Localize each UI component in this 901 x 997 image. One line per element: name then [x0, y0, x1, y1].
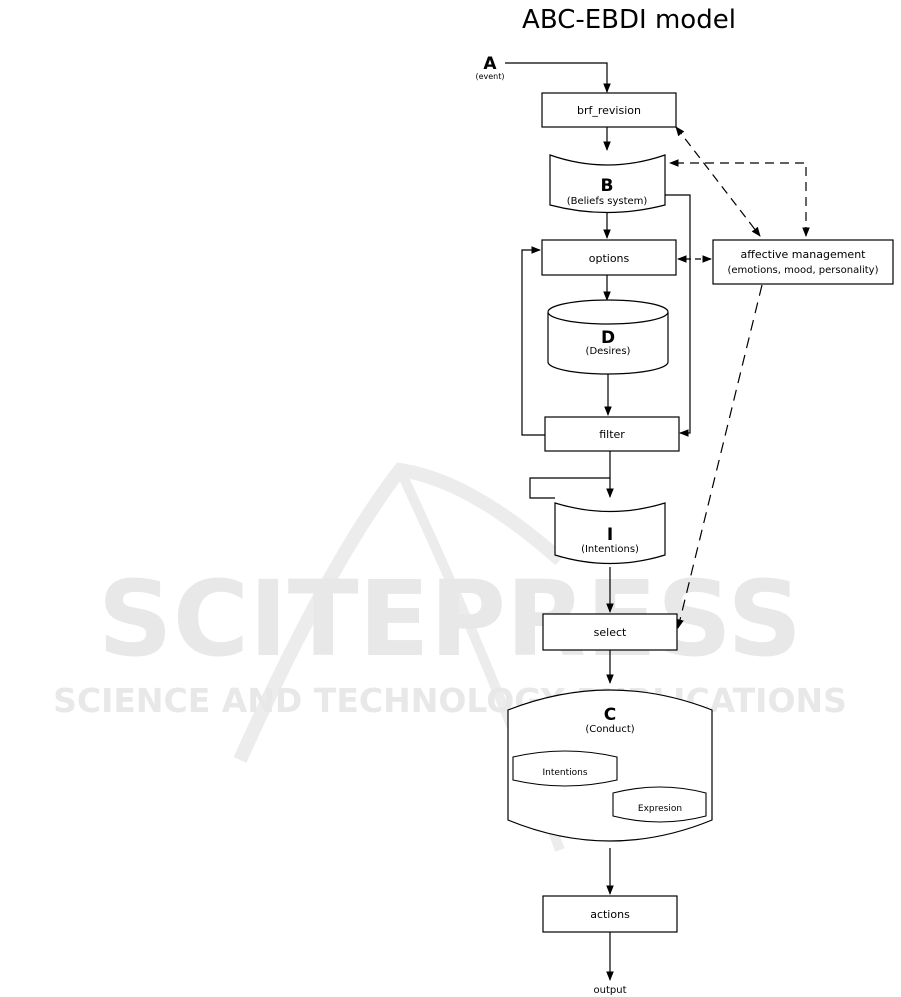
intentions-caption: (Intentions) [581, 544, 639, 555]
desires-caption: (Desires) [586, 346, 631, 357]
arrow-beliefs-to-filter [665, 195, 690, 433]
affective-line2: (emotions, mood, personality) [727, 265, 878, 276]
filter-label: filter [599, 428, 625, 441]
page-title: ABC-EBDI model [522, 5, 736, 35]
brf-revision-label: brf_revision [577, 104, 641, 117]
conduct-inner-intentions-label: Intentions [542, 768, 587, 778]
output-label: output [594, 985, 627, 996]
watermark: SCITEPRESS SCIENCE AND TECHNOLOGY PUBLIC… [53, 470, 847, 850]
event-caption: (event) [475, 72, 504, 81]
affective-management-box [713, 240, 893, 284]
options-label: options [589, 252, 630, 265]
select-label: select [594, 626, 627, 639]
affective-line1: affective management [741, 248, 867, 261]
conduct-caption: (Conduct) [585, 724, 634, 735]
event-letter: A [483, 54, 497, 74]
conduct-inner-expresion-label: Expresion [638, 804, 682, 814]
arrow-filter-to-options [522, 250, 545, 435]
beliefs-caption: (Beliefs system) [567, 196, 648, 207]
beliefs-letter: B [601, 176, 614, 196]
actions-label: actions [590, 908, 630, 921]
conduct-letter: C [604, 705, 616, 725]
filter-bypass-line [530, 451, 610, 498]
watermark-line1: SCITEPRESS [98, 558, 802, 680]
dashed-brf-affective [676, 127, 760, 236]
arrow-event-to-brf [505, 63, 607, 92]
desires-letter: D [601, 328, 615, 348]
watermark-line2: SCIENCE AND TECHNOLOGY PUBLICATIONS [53, 681, 847, 720]
intentions-letter: I [607, 525, 613, 545]
desires-top [548, 300, 668, 324]
